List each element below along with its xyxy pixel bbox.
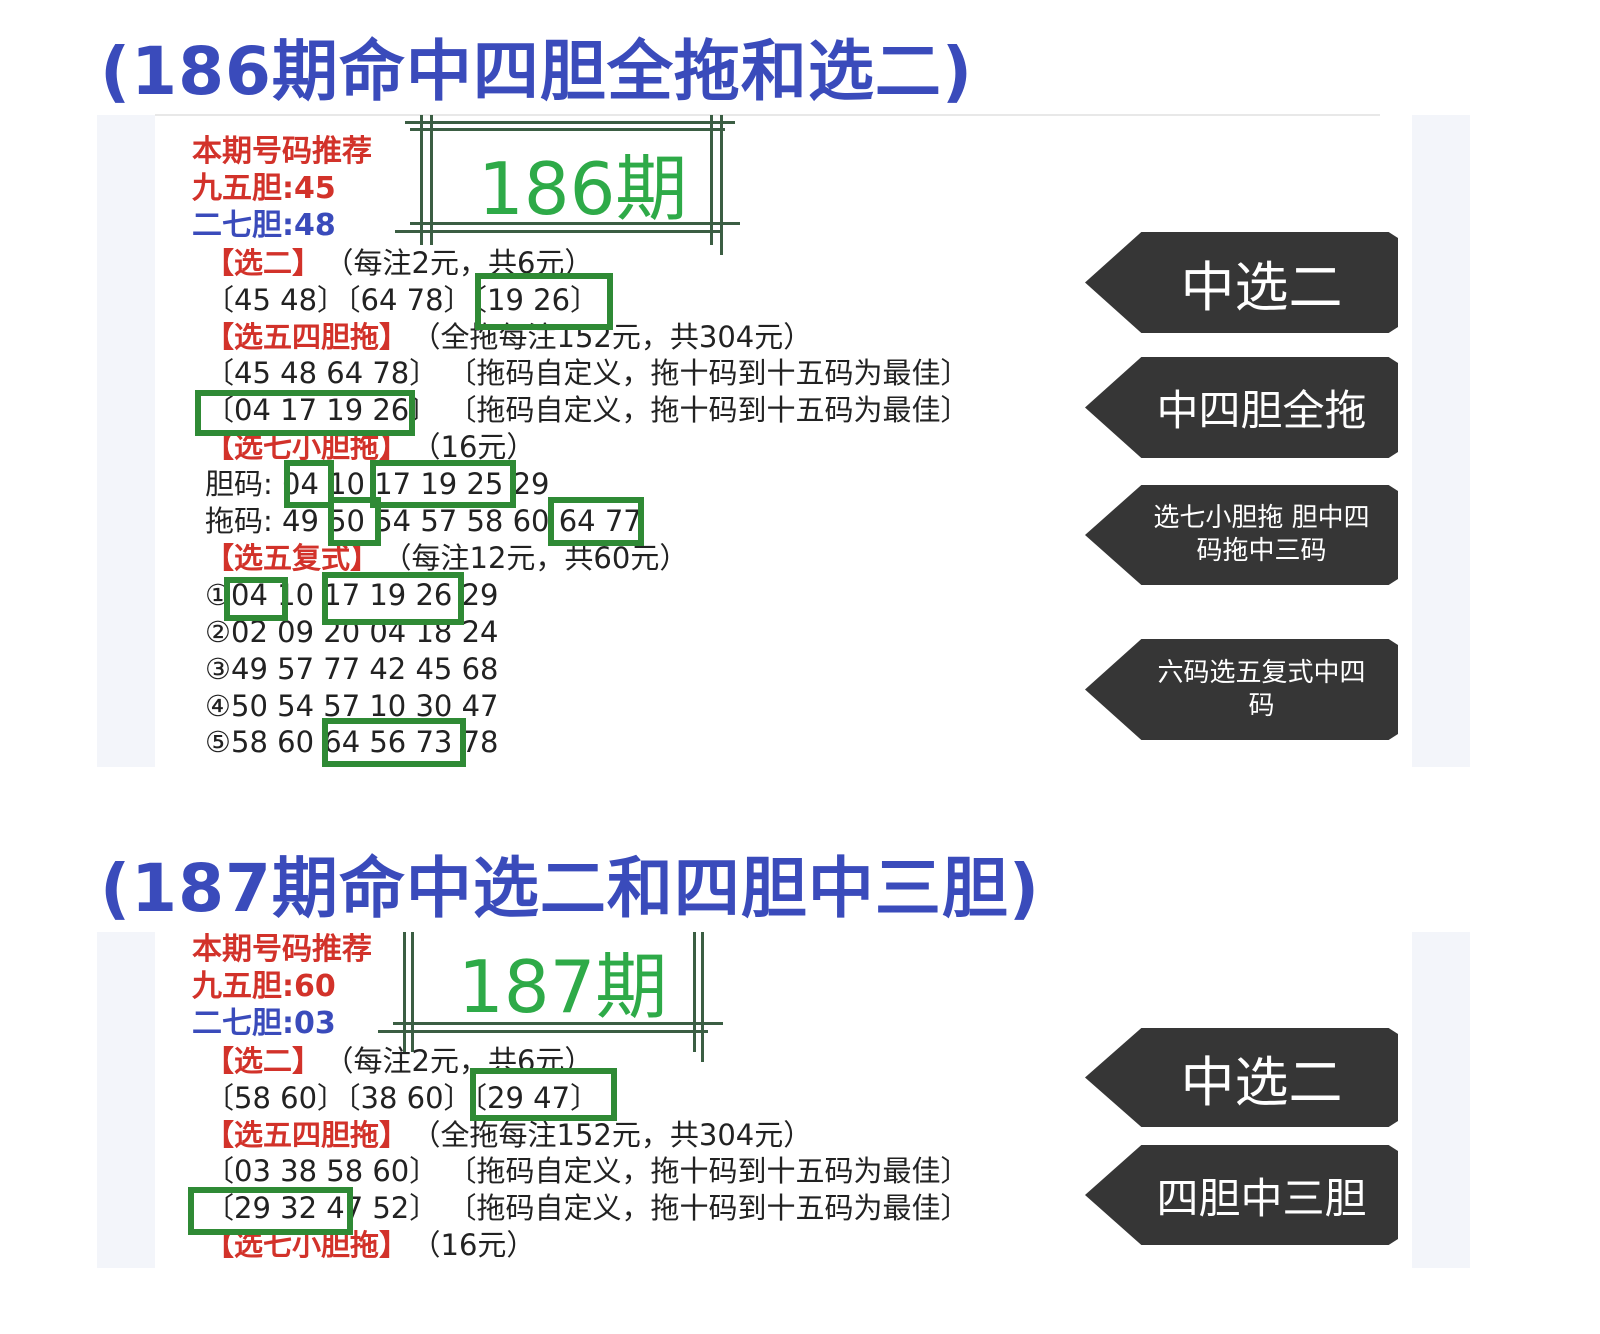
- blue-heading-text: 二七胆:48: [192, 207, 336, 243]
- frame-line: [403, 932, 406, 1052]
- frame-line: [410, 222, 740, 225]
- text-line: 拖码: 49 50 54 57 58 60 64 77: [205, 503, 642, 539]
- callout-186-0: 中选二: [1085, 232, 1398, 333]
- frame-line: [405, 121, 735, 124]
- text-line: 本期号码推荐: [192, 134, 372, 170]
- body-text: ④50 54 57 10 30 47: [205, 688, 499, 723]
- highlight-box: [475, 273, 613, 330]
- heading-text: 本期号码推荐: [192, 932, 372, 967]
- highlight-box: [195, 390, 415, 436]
- frame-line: [420, 115, 423, 245]
- text-line: ④50 54 57 10 30 47: [205, 688, 499, 724]
- blue-heading-text: 二七胆:03: [192, 1005, 336, 1041]
- text-line: 胆码: 04 10 17 19 25 29: [205, 466, 550, 502]
- highlight-box: [188, 1187, 353, 1235]
- body-text: （全拖每注152元，共304元）: [426, 1117, 813, 1152]
- text-line: 二七胆:48: [192, 208, 336, 244]
- highlight-box: [224, 577, 288, 621]
- highlight-box: [322, 718, 466, 767]
- frame-line: [395, 230, 720, 233]
- heading-text: 【选五四胆拖】: [205, 1117, 409, 1152]
- body-text: （16元）: [426, 430, 536, 465]
- text-line: 本期号码推荐: [192, 932, 372, 968]
- frame-line: [701, 932, 704, 1062]
- body-text: 胆码: 04 10 17 19 25 29: [205, 467, 550, 502]
- highlight-box: [284, 460, 334, 508]
- heading-text: 九五胆:60: [192, 968, 336, 1004]
- highlight-box: [370, 460, 516, 508]
- body-text: 〔03 38 58 60〕 〔拖码自定义，拖十码到十五码为最佳〕: [205, 1154, 970, 1189]
- body-text: 〔58 60〕〔38 60〕〔29 47〕: [205, 1080, 600, 1115]
- text-line: 【选五四胆拖】 （全拖每注152元，共304元）: [205, 1117, 812, 1153]
- text-line: 二七胆:03: [192, 1006, 336, 1042]
- callout-187-1: 四胆中三胆: [1085, 1145, 1398, 1245]
- callout-186-3: 六码选五复式中四码: [1085, 639, 1398, 740]
- text-line: 九五胆:60: [192, 969, 336, 1005]
- heading-text: 【选五复式】: [205, 540, 380, 575]
- text-line: 〔45 48〕〔64 78〕〔19 26〕: [205, 282, 599, 318]
- body-text: 〔45 48 64 78〕 〔拖码自定义，拖十码到十五码为最佳〕: [205, 356, 970, 391]
- text-line: 〔03 38 58 60〕 〔拖码自定义，拖十码到十五码为最佳〕: [205, 1153, 969, 1189]
- highlight-box: [328, 497, 381, 546]
- body-text: ③49 57 77 42 45 68: [205, 651, 499, 686]
- body-text: ⑤58 60 64 56 73 78: [205, 725, 499, 760]
- issue-label-186: 186期: [478, 147, 688, 231]
- text-line: ⑤58 60 64 56 73 78: [205, 724, 499, 760]
- callout-187-0: 中选二: [1085, 1028, 1398, 1127]
- highlight-box: [470, 1068, 617, 1121]
- frame-line: [410, 128, 725, 131]
- text-line: 〔04 17 19 26〕 〔拖码自定义，拖十码到十五码为最佳〕: [205, 392, 969, 428]
- body-text: ①04 10 17 19 26 29: [205, 577, 499, 612]
- divider: [155, 114, 1380, 116]
- heading-text: 本期号码推荐: [192, 134, 372, 169]
- frame-line: [710, 115, 713, 245]
- body-text: （16元）: [426, 1228, 536, 1263]
- text-line: 〔58 60〕〔38 60〕〔29 47〕: [205, 1080, 599, 1116]
- body-text: 拖码: 49 50 54 57 58 60 64 77: [205, 504, 642, 538]
- frame-line: [430, 115, 433, 245]
- callout-186-1: 中四胆全拖: [1085, 357, 1398, 458]
- text-line: ①04 10 17 19 26 29: [205, 577, 499, 613]
- text-line: 九五胆:45: [192, 171, 336, 207]
- text-line: 【选五复式】 （每注12元，共60元）: [205, 540, 688, 576]
- body-text: （每注12元，共60元）: [397, 540, 689, 575]
- heading-text: 【选二】: [205, 245, 322, 280]
- frame-line: [411, 932, 414, 1052]
- text-line: 【选七小胆拖】（16元）: [205, 1227, 535, 1263]
- frame-line: [720, 115, 723, 255]
- title-186: (186期命中四胆全拖和选二): [100, 33, 974, 110]
- text-line: 〔45 48 64 78〕 〔拖码自定义，拖十码到十五码为最佳〕: [205, 355, 969, 391]
- body-text: 〔29 32 47 52〕 〔拖码自定义，拖十码到十五码为最佳〕: [205, 1191, 970, 1226]
- title-187: (187期命中选二和四胆中三胆): [100, 850, 1041, 927]
- frame-line: [393, 1022, 723, 1025]
- heading-text: 九五胆:45: [192, 170, 336, 206]
- callout-186-2: 选七小胆拖 胆中四码拖中三码: [1085, 485, 1398, 585]
- frame-line: [378, 1030, 708, 1033]
- heading-text: 【选二】: [205, 1043, 322, 1078]
- highlight-box: [548, 497, 644, 546]
- body-text: 〔45 48〕〔64 78〕〔19 26〕: [205, 282, 600, 317]
- text-line: 〔29 32 47 52〕 〔拖码自定义，拖十码到十五码为最佳〕: [205, 1190, 969, 1226]
- highlight-box: [322, 572, 464, 625]
- issue-label-187: 187期: [458, 945, 668, 1029]
- body-text: 〔04 17 19 26〕 〔拖码自定义，拖十码到十五码为最佳〕: [205, 393, 970, 428]
- heading-text: 【选五四胆拖】: [205, 319, 409, 354]
- frame-line: [693, 932, 696, 1052]
- text-line: ③49 57 77 42 45 68: [205, 651, 499, 687]
